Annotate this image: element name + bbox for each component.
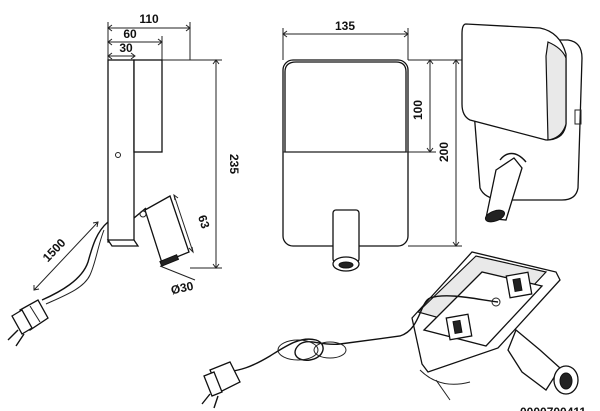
perspective-cable: [227, 295, 499, 373]
perspective-plug-icon: [201, 361, 241, 409]
dim-200-label: 200: [437, 142, 451, 162]
side-wall-plate: [107, 59, 135, 243]
front-view: 135 100 200: [282, 19, 462, 272]
dim-235-label: 235: [227, 154, 241, 174]
side-lamp-head: [133, 59, 163, 153]
dim-1500-label: 1500: [40, 236, 69, 265]
switch-top-icon: [505, 271, 533, 299]
dim-100-label: 100: [411, 100, 425, 120]
front-reading-lamp: [332, 209, 360, 263]
dim-63-label: 63: [195, 213, 213, 230]
perspective-view: [461, 23, 583, 223]
plug-icon: [7, 299, 49, 347]
screw-icon: [115, 152, 121, 158]
cable: [41, 221, 109, 301]
perspective-switch-view: [201, 251, 579, 409]
footer-code: 0000700411: [520, 405, 586, 411]
side-switch-icon: [574, 109, 582, 125]
dim-135-label: 135: [335, 19, 355, 33]
switch-bottom-icon: [445, 313, 473, 341]
side-view: 110 60 30 63 Ø30: [7, 12, 241, 347]
perspective-reading-lamp: [485, 157, 523, 221]
dim-30-diameter-label: Ø30: [170, 279, 195, 297]
perspective-lamp-head: [461, 23, 567, 141]
dim-110-label: 110: [139, 12, 159, 26]
side-reading-arm: [133, 195, 190, 267]
dim-60-label: 60: [123, 27, 137, 41]
perspective-switch-reading-lamp: [507, 328, 561, 391]
front-lamp-head: [284, 61, 407, 153]
dim-30-label: 30: [119, 41, 133, 55]
